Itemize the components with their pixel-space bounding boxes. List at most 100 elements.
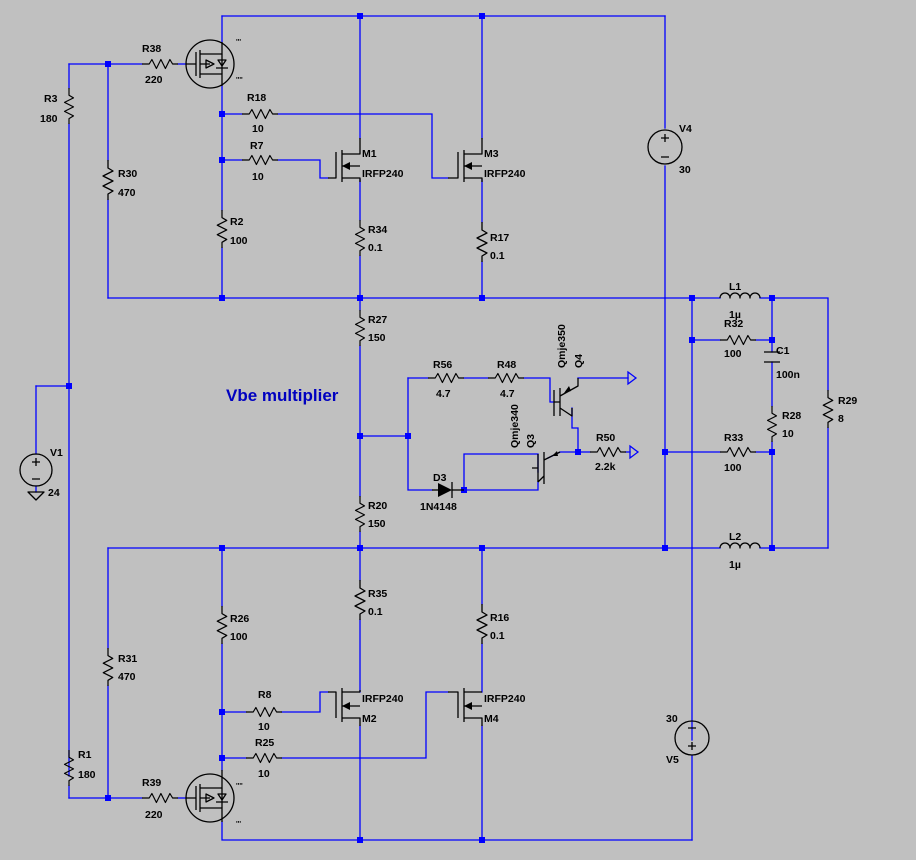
- M2-value: IRFP240: [362, 693, 404, 705]
- svg-text:''': ''': [236, 39, 241, 46]
- svg-text:''': ''': [236, 821, 241, 828]
- R29-value: 8: [838, 413, 844, 425]
- vbe-multiplier-annotation: Vbe multiplier: [226, 386, 339, 405]
- M4-name: M4: [484, 713, 499, 725]
- R35-name: R35: [368, 588, 387, 600]
- R33-name: R33: [724, 432, 743, 444]
- M3-symbol: [448, 138, 483, 182]
- D3-symbol: [432, 482, 464, 498]
- V4-value: 30: [679, 164, 691, 176]
- M4-value: IRFP240: [484, 693, 526, 705]
- R26-name: R26: [230, 613, 249, 625]
- R8-value: 10: [258, 721, 270, 733]
- R32-symbol: [719, 334, 757, 346]
- V1-name: V1: [50, 447, 63, 459]
- R25-value: 10: [258, 768, 270, 780]
- R3-value: 180: [40, 113, 58, 125]
- L2-name: L2: [729, 531, 741, 543]
- R7-symbol: [241, 154, 279, 166]
- R18-name: R18: [247, 92, 266, 104]
- R56-value: 4.7: [436, 388, 451, 400]
- L2-symbol: [719, 542, 761, 549]
- R35-value: 0.1: [368, 606, 383, 618]
- Q4-name: Q4: [573, 354, 585, 368]
- M2-symbol: [328, 688, 361, 726]
- V1-symbol: [19, 453, 53, 501]
- R20-symbol: [354, 495, 366, 533]
- R26-value: 100: [230, 631, 248, 643]
- M1-value: IRFP240: [362, 168, 404, 180]
- R17-value: 0.1: [490, 250, 505, 262]
- R35-symbol: [354, 579, 366, 621]
- C1-symbol: [764, 351, 780, 363]
- R48-value: 4.7: [500, 388, 515, 400]
- M3-name: M3: [484, 148, 499, 160]
- R16-value: 0.1: [490, 630, 505, 642]
- R28-value: 10: [782, 428, 794, 440]
- lower-driver-symbol: '''' ''': [185, 770, 243, 828]
- R34-value: 0.1: [368, 242, 383, 254]
- M4-symbol: [448, 688, 483, 726]
- R2-name: R2: [230, 216, 244, 228]
- R3-name: R3: [44, 93, 58, 105]
- R20-name: R20: [368, 500, 387, 512]
- R31-name: R31: [118, 653, 137, 665]
- R48-symbol: [487, 372, 525, 384]
- R3-symbol: [63, 87, 75, 125]
- D3-name: D3: [433, 472, 447, 484]
- voltage-sources: [19, 129, 710, 756]
- Q3-name: Q3: [525, 434, 537, 448]
- inductors: [719, 292, 761, 549]
- R17-symbol: [476, 221, 488, 263]
- L1-name: L1: [729, 281, 741, 293]
- R28-symbol: [766, 405, 778, 443]
- R20-value: 150: [368, 518, 386, 530]
- M1-symbol: [328, 138, 361, 182]
- R31-symbol: [102, 647, 114, 687]
- R32-name: R32: [724, 318, 743, 330]
- port-arrows: [627, 370, 640, 460]
- driver-mosfets: ''' '''' '''' ''': [185, 39, 243, 828]
- R34-name: R34: [368, 224, 387, 236]
- R50-name: R50: [596, 432, 615, 444]
- V5-symbol: [674, 720, 710, 756]
- wires: [35, 15, 829, 841]
- resistors: [63, 58, 834, 804]
- R17-name: R17: [490, 232, 509, 244]
- Q4-symbol: [553, 378, 579, 417]
- R27-name: R27: [368, 314, 387, 326]
- L1-symbol: [719, 292, 761, 299]
- R39-name: R39: [142, 777, 161, 789]
- V5-value: 30: [666, 713, 678, 725]
- R16-symbol: [476, 603, 488, 645]
- R27-value: 150: [368, 332, 386, 344]
- R2-value: 100: [230, 235, 248, 247]
- Q4-value: Qmje350: [556, 324, 568, 368]
- R33-value: 100: [724, 462, 742, 474]
- R25-name: R25: [255, 737, 274, 749]
- Q3-symbol: [532, 451, 561, 484]
- labels: R38 220 R3 180 R18 10 R7 10 R30 470 R2 1…: [40, 43, 857, 821]
- R30-value: 470: [118, 187, 136, 199]
- R7-name: R7: [250, 140, 264, 152]
- R8-name: R8: [258, 689, 272, 701]
- M1-name: M1: [362, 148, 377, 160]
- R48-name: R48: [497, 359, 516, 371]
- Q3-value: Qmje340: [509, 404, 521, 448]
- C1-name: C1: [776, 345, 790, 357]
- V4-name: V4: [679, 123, 692, 135]
- R30-symbol: [102, 159, 114, 201]
- svg-text:'''': '''': [236, 77, 243, 84]
- R50-symbol: [589, 446, 627, 458]
- R29-name: R29: [838, 395, 857, 407]
- M2-name: M2: [362, 713, 377, 725]
- R31-value: 470: [118, 671, 136, 683]
- svg-text:'''': '''': [236, 783, 243, 790]
- R16-name: R16: [490, 612, 509, 624]
- C1-value: 100n: [776, 369, 800, 381]
- R25-symbol: [245, 752, 283, 764]
- R38-symbol: [141, 58, 179, 70]
- bjts: [532, 378, 579, 484]
